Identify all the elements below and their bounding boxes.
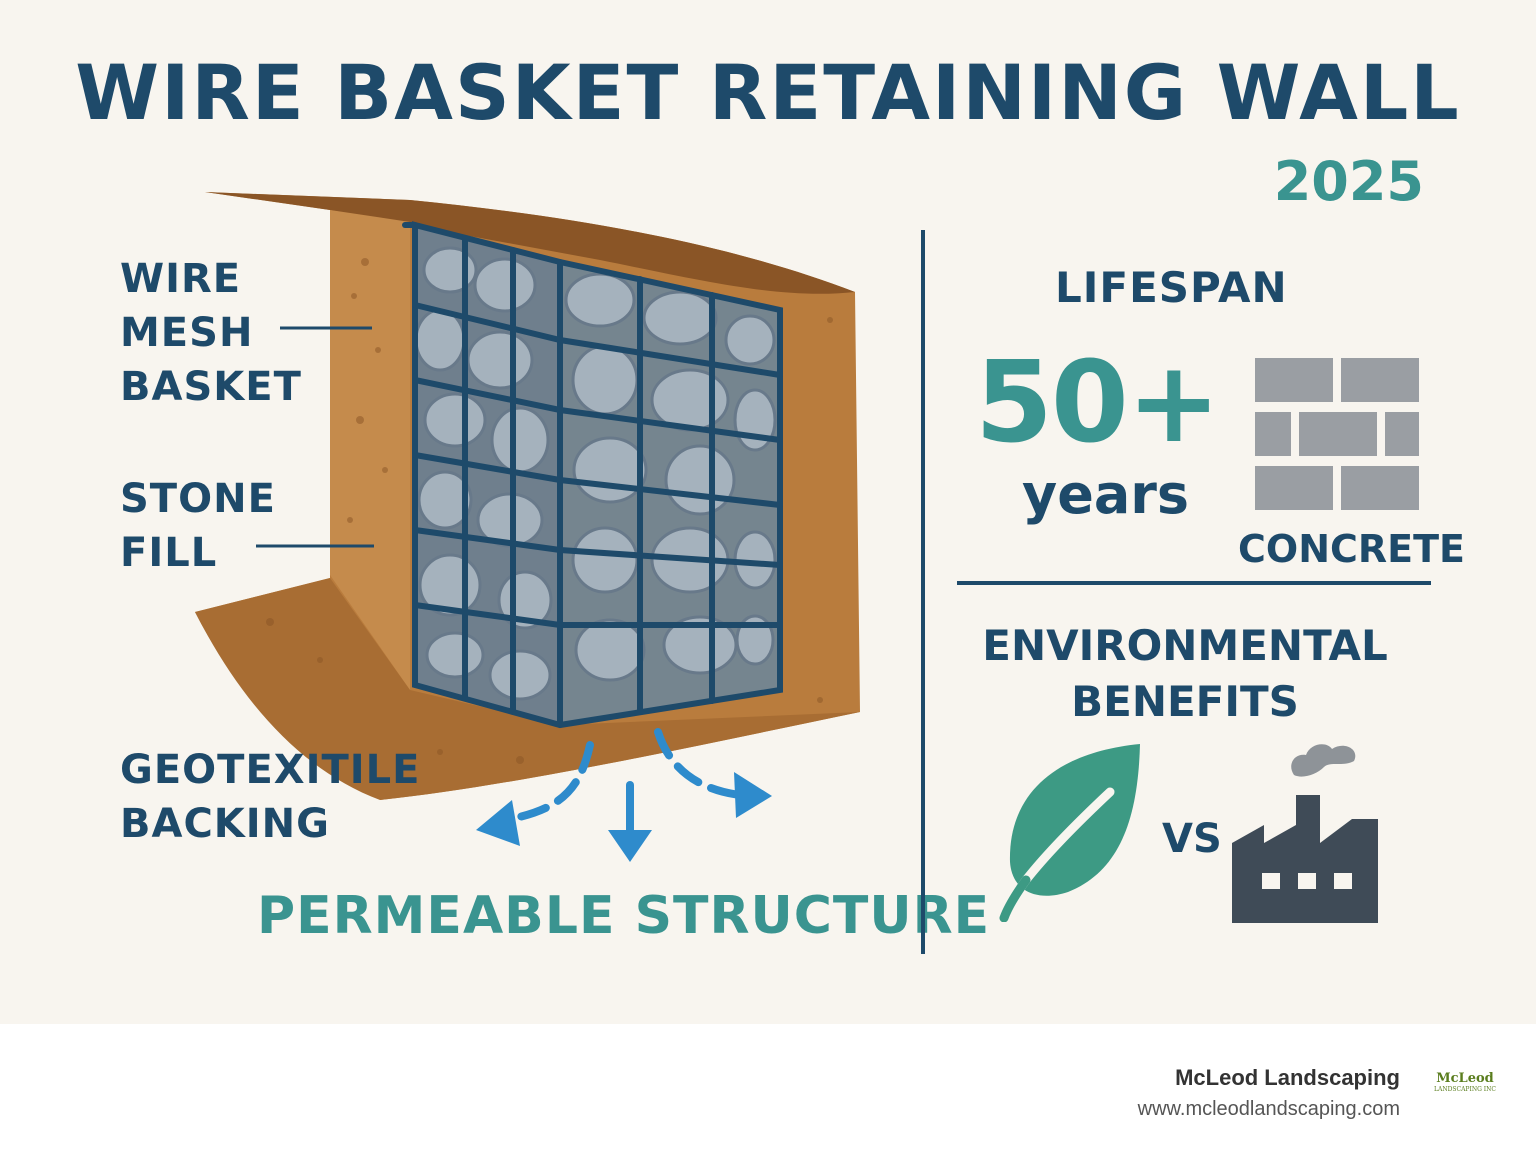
heading-line: BENEFITS [1071,677,1299,726]
leaf-icon [999,744,1140,922]
soil-inner-wall [330,210,410,690]
logo-wordmark: McLeod [1436,1071,1494,1086]
logo-subtext: LANDSCAPING INC [1434,1086,1496,1093]
company-logo: McLeod LANDSCAPING INC [1430,1072,1500,1106]
permeable-structure-caption: PERMEABLE STRUCTURE [257,886,991,946]
label-line: STONE [120,476,276,522]
label-line: BACKING [120,801,330,847]
heading-line: ENVIRONMENTAL [982,621,1388,670]
label-line: FILL [120,530,218,576]
drainage-arrows [501,728,744,834]
soil-floor [195,578,860,800]
infographic-poster: WIRE BASKET RETAINING WALL 2025 [0,0,1536,1024]
label-line: BASKET [120,364,302,410]
factory-icon [1232,744,1378,923]
environmental-heading: ENVIRONMENTAL BENEFITS [960,618,1410,730]
gabion-illustration [195,192,860,862]
label-wire-mesh-basket: WIRE MESH BASKET [120,252,302,414]
vs-label: VS [1162,816,1222,862]
drainage-arrowheads [476,772,772,862]
leader-lines [256,326,374,548]
lifespan-heading: LIFESPAN [1055,263,1288,312]
lifespan-unit: years [1022,463,1190,526]
label-line: WIRE [120,256,242,302]
label-stone-fill: STONE FILL [120,472,276,580]
vertical-divider [921,230,925,954]
wire-mesh-basket [402,221,783,729]
footer-website-link[interactable]: www.mcleodlandscaping.com [1137,1098,1400,1120]
label-line: GEOTEXITILE [120,747,421,793]
lifespan-value: 50+ [975,338,1221,468]
year-label: 2025 [1273,150,1424,213]
label-line: MESH [120,310,254,356]
brick-wall-icon [1255,358,1419,510]
soil-top-edge [205,192,855,294]
concrete-label: CONCRETE [1238,527,1465,571]
label-geotextile-backing: GEOTEXITILE BACKING [120,743,420,851]
page-title: WIRE BASKET RETAINING WALL [75,48,1461,137]
soil-speckles [266,258,833,764]
footer-brand: McLeod Landscaping [1175,1065,1400,1090]
smoke-icon [1291,744,1356,777]
horizontal-divider [957,581,1431,585]
